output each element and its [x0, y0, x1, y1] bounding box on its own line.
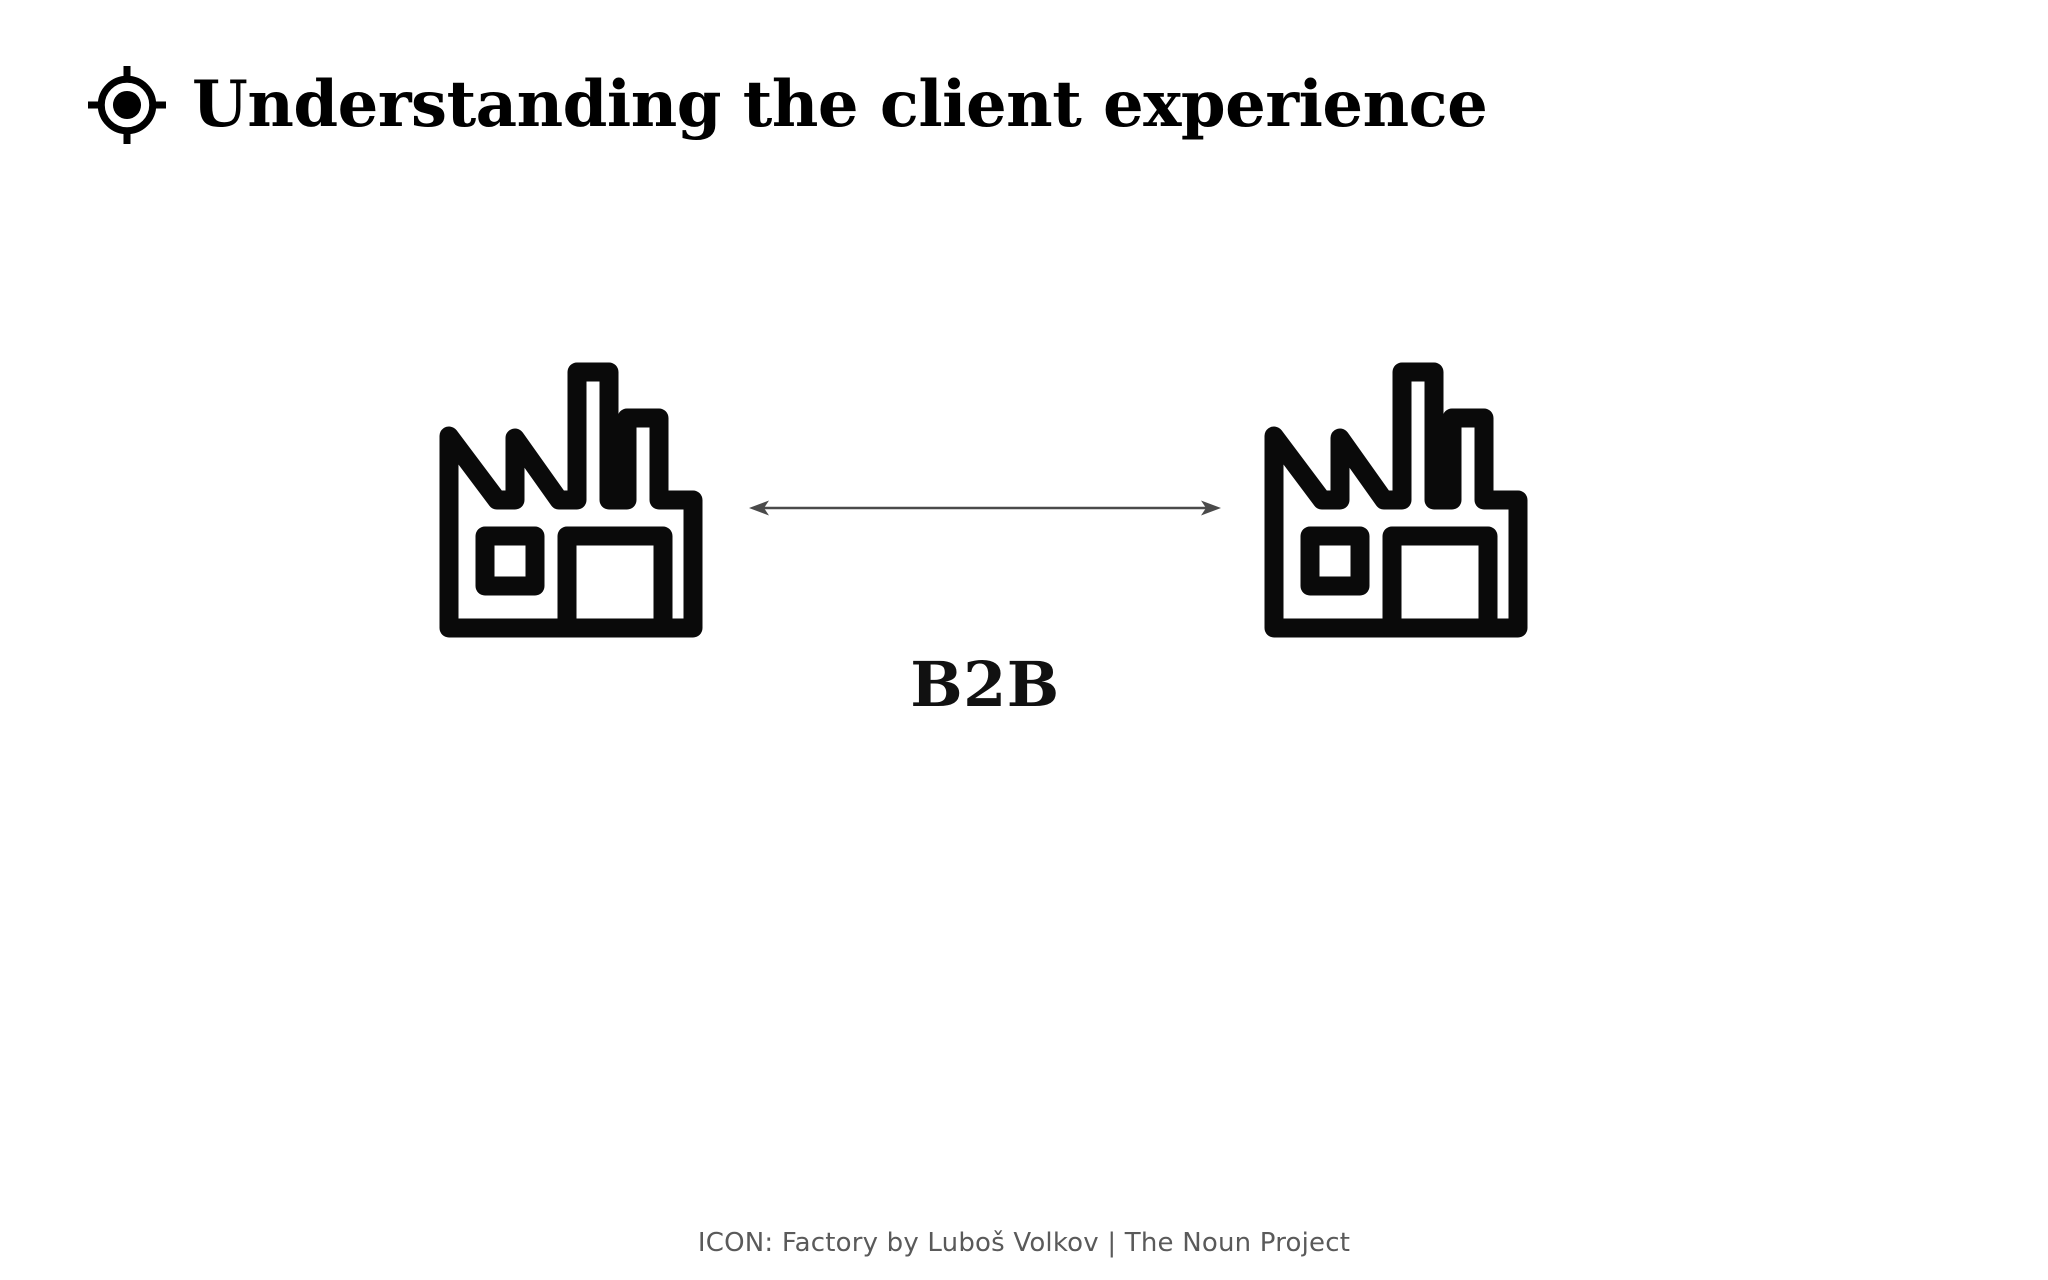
relationship-label-b2b: B2B — [910, 648, 1060, 721]
target-icon — [88, 66, 166, 144]
footer-attribution: ICON: Factory by Luboš Volkov | The Noun… — [697, 1228, 1351, 1258]
factory-icon-right — [1264, 362, 1528, 638]
double-headed-arrow-icon — [749, 500, 1221, 516]
factory-icon-left — [439, 362, 703, 638]
slide-header: Understanding the client experience — [88, 66, 1488, 144]
page-title: Understanding the client experience — [192, 67, 1488, 142]
